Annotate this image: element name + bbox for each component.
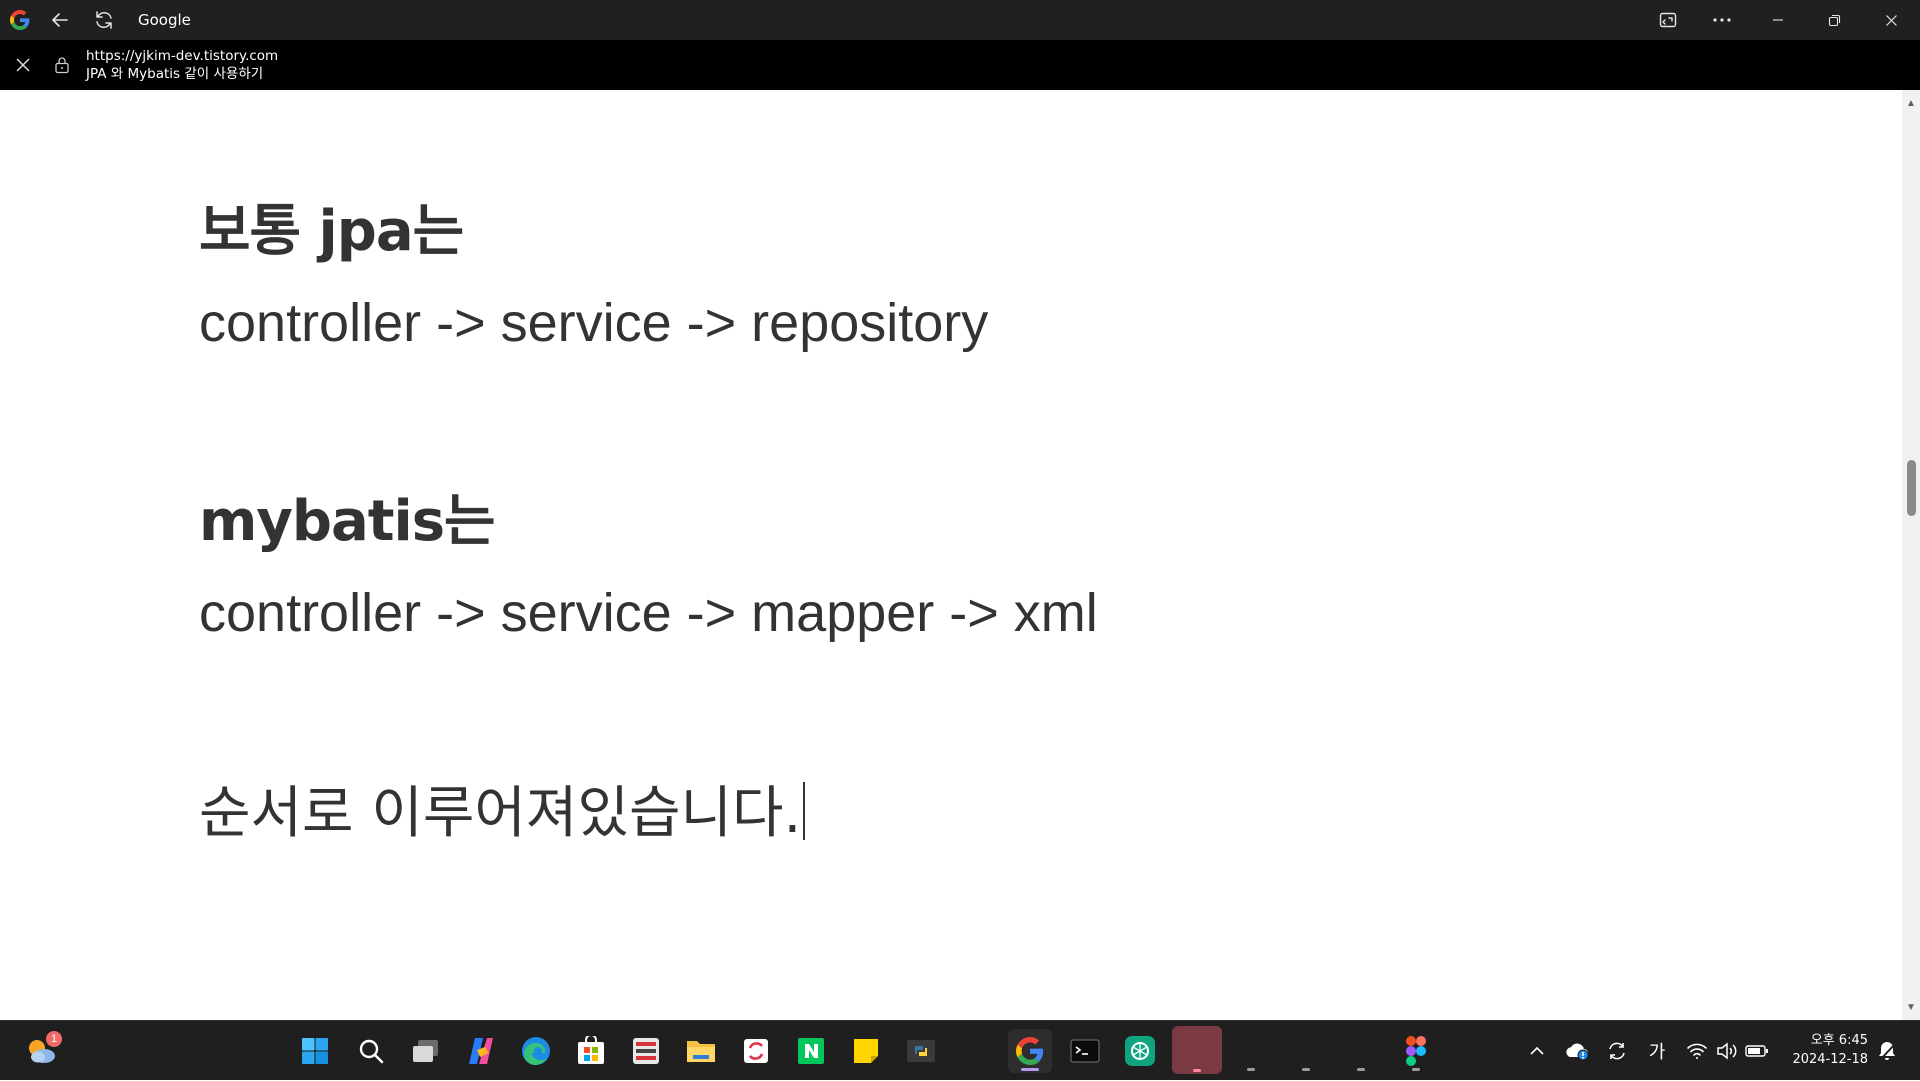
page-title: JPA 와 Mybatis 같이 사용하기 [86,66,264,82]
wifi-icon[interactable] [1682,1021,1712,1081]
weather-widget[interactable]: 1 [20,1029,64,1073]
mybatis-flow-text: controller -> service -> mapper -> xml [199,583,1098,643]
heading-jpa: 보통 jpa는 [199,199,464,264]
more-options-button[interactable] [1695,0,1749,40]
onedrive-icon[interactable] [1562,1021,1592,1081]
app-indicator [1193,1069,1201,1072]
chatgpt-icon[interactable] [1118,1029,1162,1073]
weather-badge: 1 [46,1031,62,1047]
scroll-up-arrow-icon[interactable]: ▲ [1906,97,1916,109]
app-window-thumbnail[interactable] [1172,1026,1222,1074]
file-explorer-icon[interactable] [679,1029,723,1073]
notification-bell-icon[interactable] [1872,1021,1902,1081]
app-indicator [1412,1068,1420,1071]
close-icon[interactable] [0,40,46,90]
sync-icon[interactable] [1602,1021,1632,1081]
task-view-button[interactable] [404,1029,448,1073]
back-button[interactable] [38,0,82,40]
terminal-icon[interactable] [1063,1029,1107,1073]
page-url: https://yjkim-dev.tistory.com [86,48,279,64]
naver-icon[interactable] [789,1029,833,1073]
sentence-line[interactable]: 순서로 이루어져있습니다. [199,768,806,849]
taskbar-app-slot-2[interactable] [1284,1029,1328,1073]
start-button[interactable] [293,1029,337,1073]
clock-time: 오후 6:45 [1810,1033,1868,1048]
vertical-scrollbar[interactable]: ▲ ▼ [1902,90,1920,1020]
google-app-icon[interactable] [1008,1029,1052,1073]
google-logo-icon [2,0,38,40]
figma-icon[interactable] [1394,1029,1438,1073]
page-content: 보통 jpa는 controller -> service -> reposit… [0,90,1902,1020]
show-hidden-icons-button[interactable] [1522,1021,1552,1081]
app-indicator [1357,1068,1365,1071]
sticky-notes-icon[interactable] [844,1029,888,1073]
open-in-browser-button[interactable] [1641,0,1695,40]
restore-button[interactable] [1806,0,1863,40]
dev-tool-icon[interactable] [624,1029,668,1073]
refresh-button[interactable] [82,0,126,40]
app-indicator [1247,1068,1255,1071]
minimize-button[interactable] [1749,0,1806,40]
taskbar-app-slot-3[interactable] [1339,1029,1383,1073]
title-bar: Google [0,0,1920,40]
window-title: Google [138,11,191,29]
address-texts: https://yjkim-dev.tistory.com JPA 와 Myba… [86,47,278,83]
battery-icon[interactable] [1742,1021,1772,1081]
system-clock[interactable]: 오후 6:45 2024-12-18 [1778,1031,1868,1069]
copilot-icon[interactable] [459,1029,503,1073]
search-button[interactable] [349,1029,393,1073]
python-icon[interactable] [899,1029,943,1073]
taskbar: 1 [0,1020,1920,1080]
ime-indicator[interactable]: 가 [1648,1042,1666,1063]
sync-app-icon[interactable] [734,1029,778,1073]
heading-mybatis: mybatis는 [199,489,496,554]
address-bar: https://yjkim-dev.tistory.com JPA 와 Myba… [0,40,1920,90]
taskbar-app-slot-1[interactable] [1229,1029,1273,1073]
store-icon[interactable] [569,1029,613,1073]
edge-icon[interactable] [514,1029,558,1073]
clock-date: 2024-12-18 [1792,1052,1868,1067]
text-caret [803,782,806,840]
app-indicator [1302,1068,1310,1071]
scroll-down-arrow-icon[interactable]: ▼ [1906,1001,1916,1013]
jpa-flow-text: controller -> service -> repository [199,293,989,353]
volume-icon[interactable] [1712,1021,1742,1081]
active-indicator [1021,1068,1039,1071]
scrollbar-thumb[interactable] [1907,460,1916,516]
close-window-button[interactable] [1863,0,1920,40]
sentence-text: 순서로 이루어져있습니다. [199,781,802,846]
lock-icon[interactable] [46,40,78,90]
